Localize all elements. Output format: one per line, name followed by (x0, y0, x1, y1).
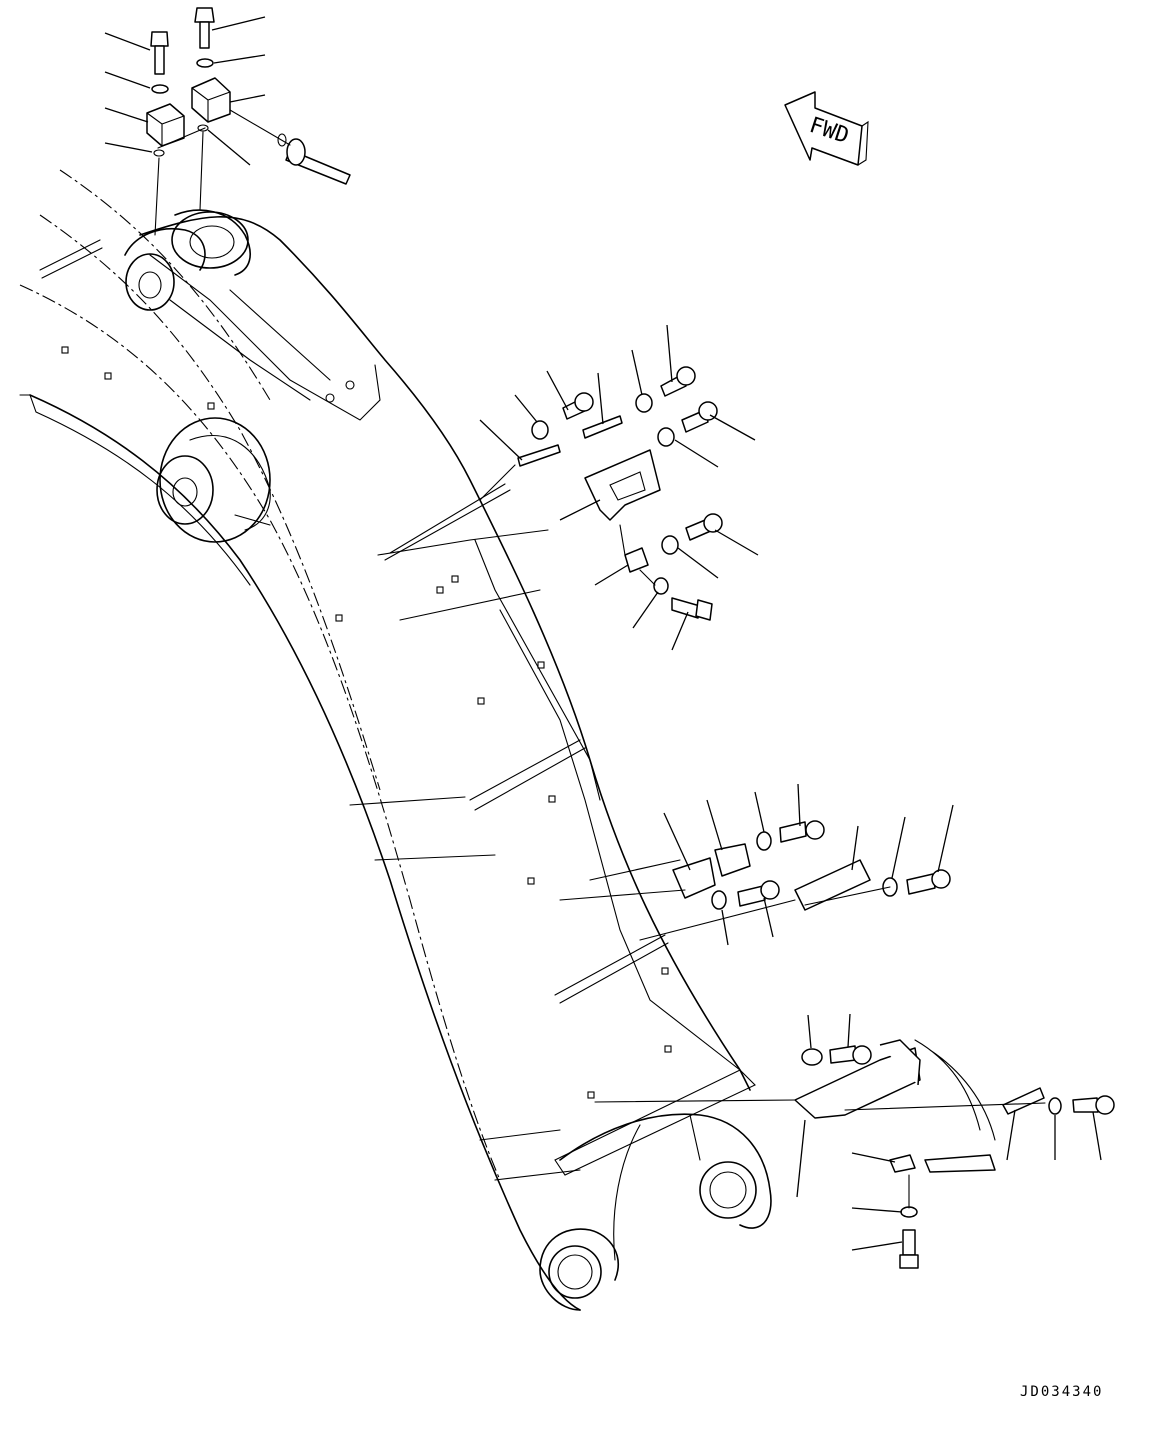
boom-body (19, 169, 772, 1311)
callout-leader-lines (104, 16, 1102, 1251)
drawing-number: JD034340 (1020, 1384, 1104, 1400)
cylinder-mount-boss (156, 417, 271, 543)
body-bolt-holes (61, 346, 672, 1099)
middle-bracket-assembly (479, 366, 723, 621)
lower-bracket-assembly (559, 820, 951, 941)
forward-direction-arrow: FWD (784, 91, 869, 166)
bottom-clamp-assembly (594, 1039, 1115, 1269)
top-valve-block-assembly (146, 7, 351, 236)
